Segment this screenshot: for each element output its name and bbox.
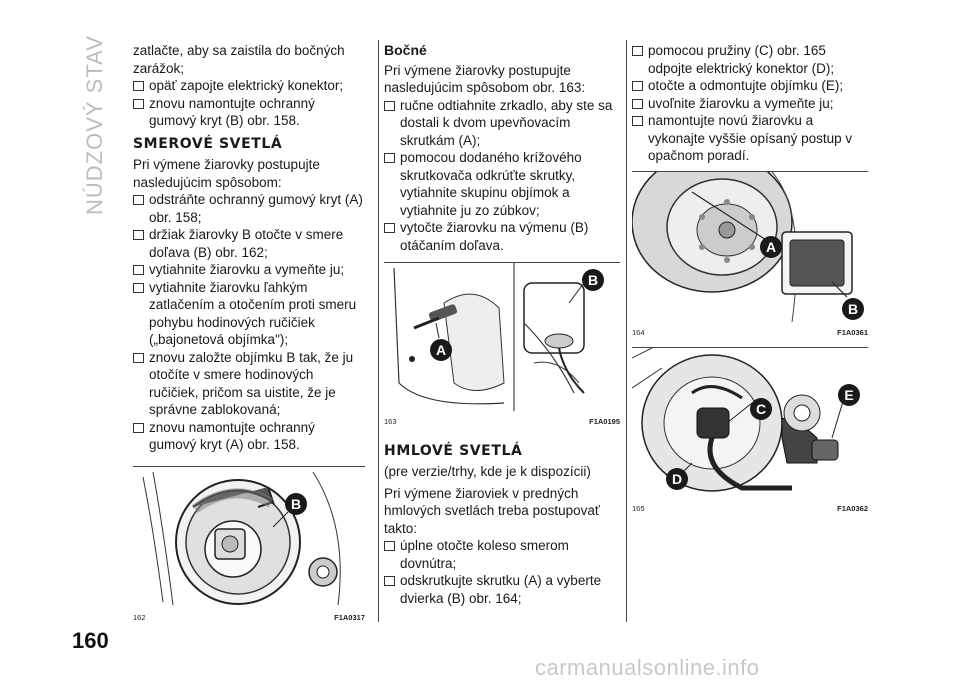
figure-label-e: E <box>838 384 860 406</box>
figure-code: F1A0195 <box>589 417 620 426</box>
fog-light-connector-illustration <box>632 348 868 498</box>
list-item: odskrutkujte skrutku (A) a vyberte dvier… <box>384 572 620 607</box>
paragraph: Pri výmene žiarovky postupujte nasledujú… <box>384 62 586 96</box>
list-item: uvoľnite žiarovku a vymeňte ju; <box>632 95 868 113</box>
checkbox-bullet-icon <box>133 352 144 363</box>
list-item: znovu založte objímku B tak, že ju otočí… <box>133 349 365 419</box>
page-number: 160 <box>72 628 109 653</box>
checkbox-bullet-icon <box>384 576 395 586</box>
checkbox-bullet-icon <box>133 265 144 275</box>
column-divider-2 <box>626 40 627 622</box>
checkbox-bullet-icon <box>632 81 643 91</box>
watermark: carmanualsonline.info <box>535 655 760 680</box>
paragraph: Pri výmene žiaroviek v predných hmlových… <box>384 485 600 536</box>
checkbox-bullet-icon <box>384 153 395 163</box>
figure-number: 163 <box>384 417 397 426</box>
subheading: Bočné <box>384 42 427 58</box>
figure-163: A B 163 F1A0195 <box>384 262 620 431</box>
figure-caption: 165 F1A0362 <box>632 498 868 518</box>
list-item: úplne otočte koleso smerom dovnútra; <box>384 537 620 572</box>
list-item: pomocou dodaného krížového skrutkovača o… <box>384 149 620 219</box>
checkbox-bullet-icon <box>133 81 144 91</box>
figure-165: E C D 165 F1A0362 <box>632 347 868 518</box>
list-item: vytočte žiarovku na výmenu (B) otáčaním … <box>384 219 620 254</box>
column-3: pomocou pružiny (C) obr. 165 odpojte ele… <box>632 42 868 518</box>
column-1: zatlačte, aby sa zaistila do bočných zar… <box>133 42 365 626</box>
figure-code: F1A0317 <box>334 612 365 622</box>
figure-164: A B 164 F1A0361 <box>632 170 868 342</box>
paragraph: Pri výmene žiarovky postupujte nasledujú… <box>133 157 320 190</box>
figure-label-d: D <box>666 468 688 490</box>
list-item: pomocou pružiny (C) obr. 165 odpojte ele… <box>632 42 868 77</box>
figure-label-a: A <box>760 235 782 258</box>
checkbox-bullet-icon <box>632 46 643 56</box>
figure-caption: 164 F1A0361 <box>632 322 868 342</box>
checkbox-bullet-icon <box>632 98 643 109</box>
list-item: ručne odtiahnite zrkadlo, aby ste sa dos… <box>384 97 620 150</box>
section-heading: HMLOVÉ SVETLÁ <box>384 442 523 459</box>
list-item: držiak žiarovky B otočte v smere doľava … <box>133 226 365 261</box>
list-item: vytiahnite žiarovku ľahkým zatlačením a … <box>133 279 365 349</box>
figure-number: 164 <box>632 327 645 337</box>
figure-code: F1A0362 <box>837 504 868 513</box>
figure-caption: 162 F1A0317 <box>133 607 365 627</box>
list-item: vytiahnite žiarovku a vymeňte ju; <box>133 261 365 279</box>
paragraph: (pre verzie/trhy, kde je k dispozícii) <box>384 464 591 479</box>
mirror-turn-signal-illustration <box>384 263 620 411</box>
figure-label-b: B <box>582 269 604 291</box>
intro-text: zatlačte, aby sa zaistila do bočných zar… <box>133 43 345 76</box>
checkbox-bullet-icon <box>384 223 395 233</box>
figure-162: B 162 F1A0317 <box>133 465 365 627</box>
list-item: opäť zapojte elektrický konektor; <box>133 77 365 95</box>
section-heading: SMEROVÉ SVETLÁ <box>133 135 283 152</box>
checkbox-bullet-icon <box>384 541 395 551</box>
figure-label-b: B <box>842 297 864 320</box>
checkbox-bullet-icon <box>384 100 395 111</box>
checkbox-bullet-icon <box>133 98 144 109</box>
checkbox-bullet-icon <box>133 282 144 293</box>
wheel-arch-door-illustration <box>632 171 868 322</box>
list-item: odstráňte ochranný gumový kryt (A) obr. … <box>133 191 365 226</box>
figure-code: F1A0361 <box>837 327 868 337</box>
list-item: znovu namontujte ochranný gumový kryt (B… <box>133 95 365 130</box>
chapter-side-title: NÚDZOVÝ STAV <box>82 35 107 215</box>
figure-label-a: A <box>430 339 452 361</box>
list-item: namontujte novú žiarovku a vykonajte vyš… <box>632 112 868 165</box>
figure-label-c: C <box>750 398 772 420</box>
figure-number: 165 <box>632 504 645 513</box>
column-divider-1 <box>378 40 379 622</box>
headlight-bulb-illustration <box>133 466 365 607</box>
figure-caption: 163 F1A0195 <box>384 411 620 431</box>
checkbox-bullet-icon <box>133 230 144 240</box>
checkbox-bullet-icon <box>632 116 643 126</box>
column-2: Bočné Pri výmene žiarovky postupujte nas… <box>384 42 620 607</box>
checkbox-bullet-icon <box>133 422 144 433</box>
checkbox-bullet-icon <box>133 195 144 205</box>
figure-label-b: B <box>285 492 307 515</box>
list-item: otočte a odmontujte objímku (E); <box>632 77 868 95</box>
figure-number: 162 <box>133 612 146 622</box>
list-item: znovu namontujte ochranný gumový kryt (A… <box>133 419 365 454</box>
